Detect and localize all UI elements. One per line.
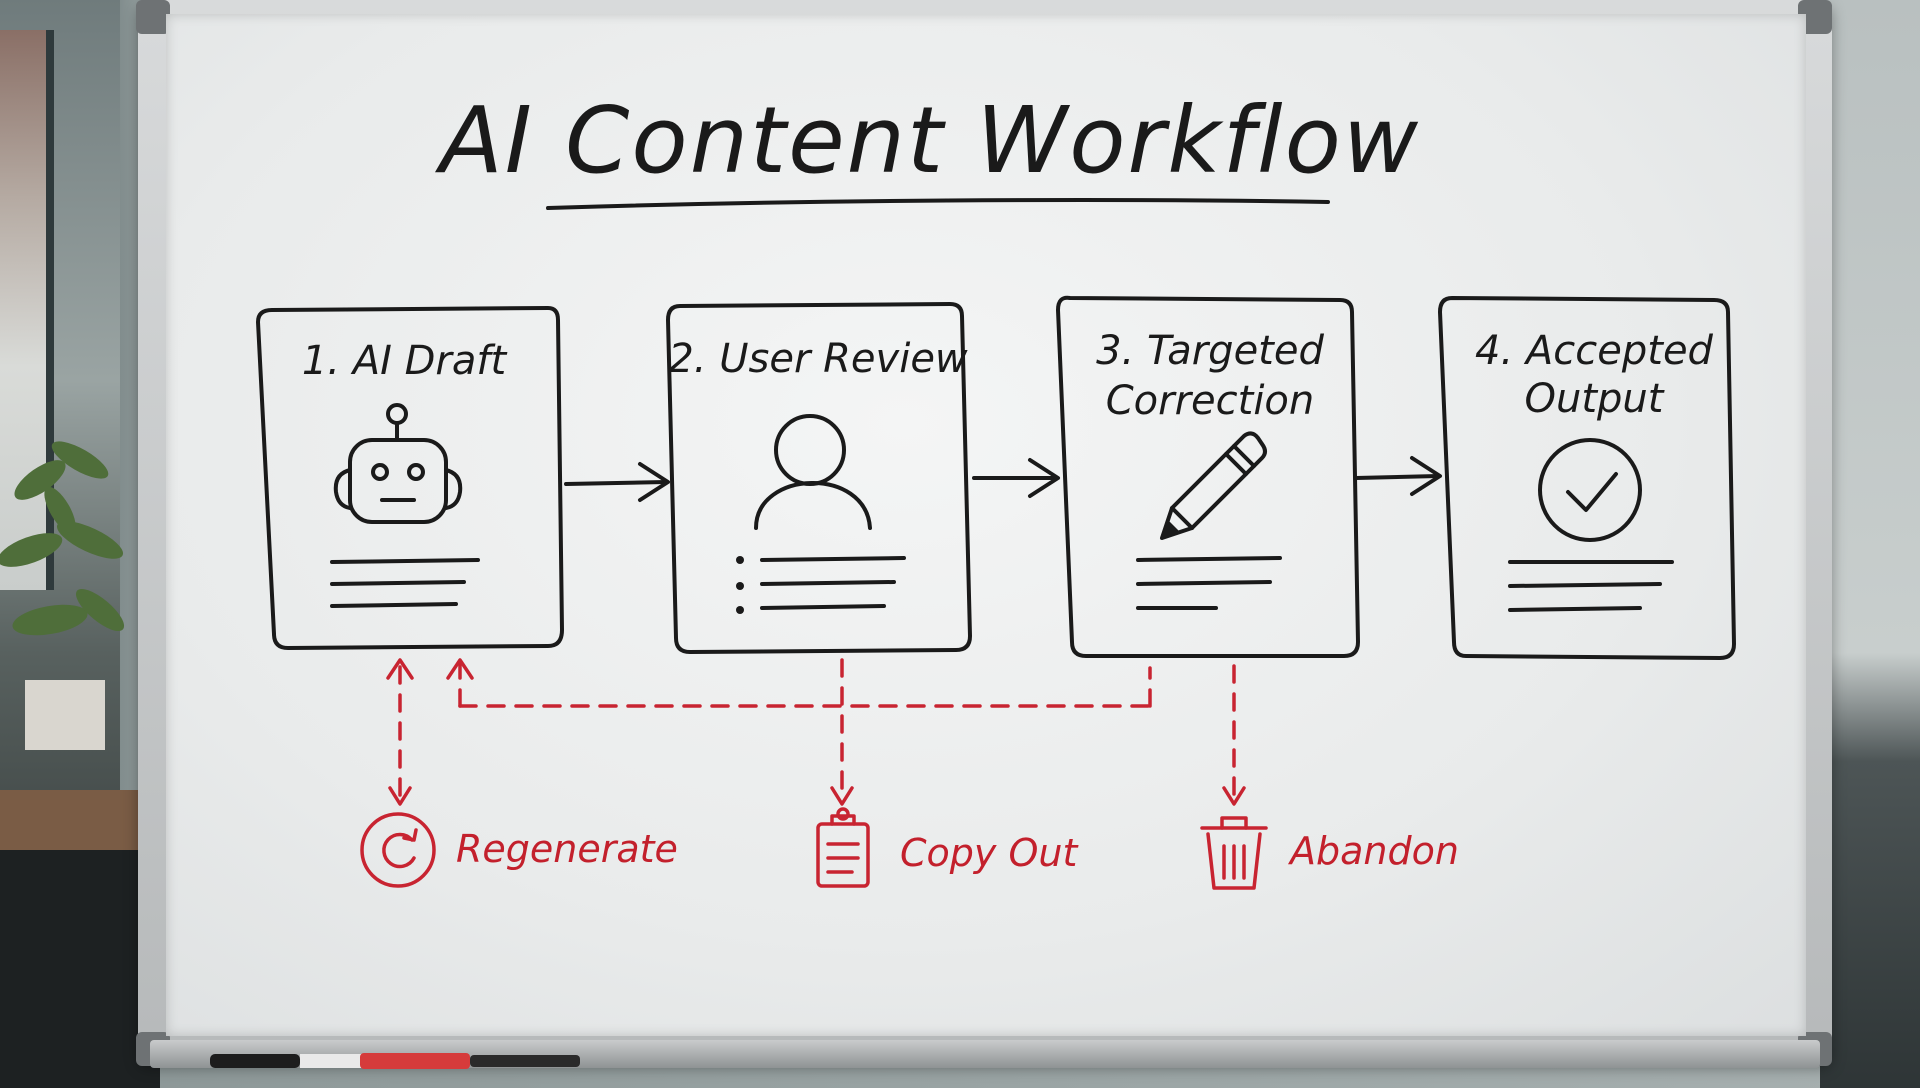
user-icon: [754, 414, 872, 530]
trash-icon: [1200, 816, 1268, 890]
step-3-label: 3. Targeted: [1096, 328, 1324, 374]
text-lines-icon: [1136, 556, 1282, 610]
background-shelf: [0, 790, 140, 850]
pencil-icon: [1160, 431, 1267, 540]
refresh-icon: [360, 812, 436, 888]
copy-out-label: Copy Out: [900, 831, 1079, 875]
regenerate-label: Regenerate: [456, 827, 678, 871]
text-lines-icon: [1508, 560, 1674, 612]
plant-decoration: [0, 441, 125, 750]
arrow-2-to-3: [972, 458, 1060, 498]
arrow-3-to-4: [1354, 456, 1442, 496]
marker-pen: [210, 1053, 580, 1069]
regenerate-action: Regenerate: [360, 812, 678, 888]
background-wall: [1820, 0, 1920, 1088]
check-circle-icon: [1538, 438, 1642, 542]
diagram-title: AI Content Workflow: [435, 87, 1420, 194]
step-3-label-line2: Correction: [1106, 378, 1315, 424]
clipboard-icon: [816, 807, 870, 888]
feedback-paths: [386, 658, 1246, 806]
step-4-card: 4. Accepted Output: [1438, 296, 1736, 660]
step-1-card: 1. AI Draft: [256, 306, 564, 650]
step-4-label: 4. Accepted: [1475, 328, 1714, 374]
step-1-label: 1. AI Draft: [302, 338, 508, 384]
bullet-list-icon: [736, 556, 906, 614]
whiteboard-surface: [166, 14, 1806, 1036]
frame-corner: [136, 0, 170, 34]
step-2-card: 2. User Review: [666, 302, 972, 654]
robot-icon: [333, 403, 463, 524]
abandon-action: Abandon: [1200, 816, 1459, 890]
arrow-1-to-2: [564, 462, 670, 502]
abandon-label: Abandon: [1287, 829, 1459, 873]
text-lines-icon: [330, 558, 480, 608]
background-floor: [0, 850, 160, 1088]
title-underline: [546, 198, 1330, 210]
step-4-label-line2: Output: [1525, 376, 1665, 422]
step-2-label: 2. User Review: [668, 336, 968, 382]
step-3-card: 3. Targeted Correction: [1056, 295, 1360, 658]
copy-out-action: Copy Out: [816, 807, 1079, 888]
